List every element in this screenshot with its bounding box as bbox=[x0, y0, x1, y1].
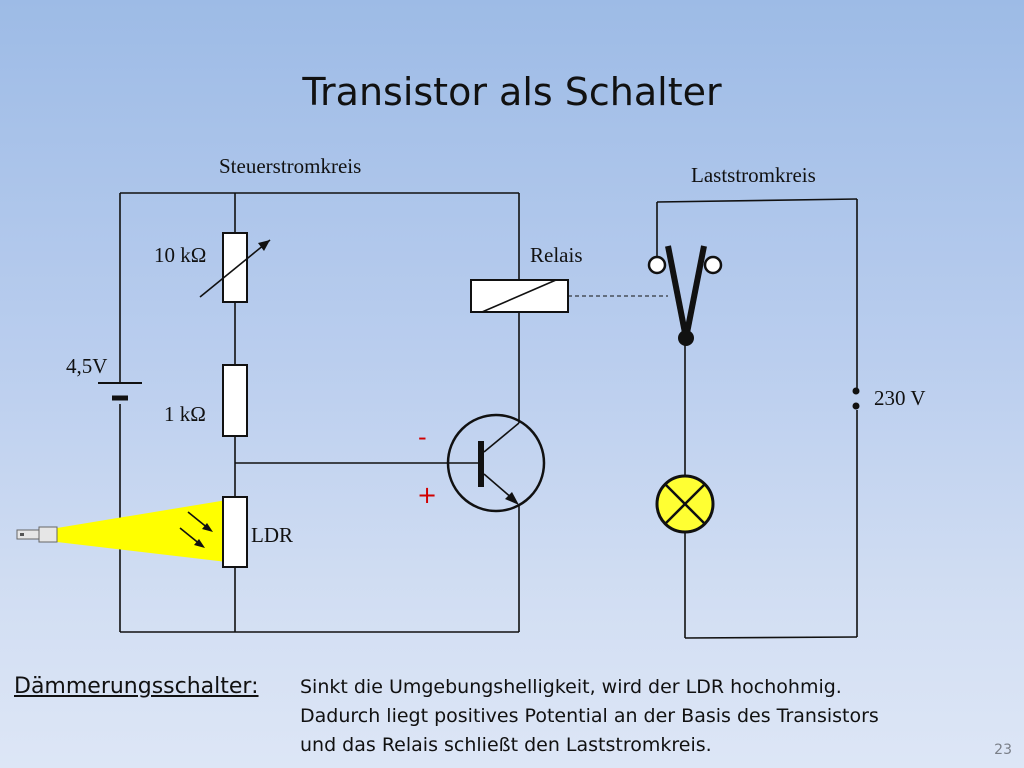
potentiometer-label: 10 kΩ bbox=[154, 243, 207, 267]
ldr-label: LDR bbox=[251, 523, 293, 547]
wire-load-top bbox=[656, 198, 858, 203]
resistor-symbol bbox=[222, 364, 248, 437]
lamp-symbol bbox=[655, 474, 715, 534]
flashlight-icon bbox=[16, 526, 58, 543]
potentiometer-symbol bbox=[199, 232, 271, 303]
battery-symbol bbox=[98, 382, 142, 401]
wire-load-bottom bbox=[684, 636, 858, 639]
load-circuit-label: Laststromkreis bbox=[691, 163, 816, 187]
control-circuit-label: Steuerstromkreis bbox=[219, 154, 362, 178]
light-beam bbox=[57, 500, 227, 562]
description-line: und das Relais schließt den Laststromkre… bbox=[300, 734, 712, 756]
light-arrows-icon bbox=[179, 511, 213, 548]
minus-sign: - bbox=[418, 423, 427, 451]
plus-sign: + bbox=[417, 481, 438, 509]
relay-label: Relais bbox=[530, 243, 583, 267]
section-heading: Dämmerungsschalter: bbox=[14, 674, 259, 699]
transistor-symbol bbox=[446, 413, 546, 513]
resistor-label: 1 kΩ bbox=[164, 402, 206, 426]
page-number: 23 bbox=[994, 742, 1012, 758]
mains-voltage-label: 230 V bbox=[874, 386, 926, 410]
description: Sinkt die Umgebungshelligkeit, wird der … bbox=[300, 673, 990, 760]
ldr-symbol bbox=[222, 496, 248, 568]
mains-source-symbol bbox=[852, 387, 860, 410]
slide-title: Transistor als Schalter bbox=[302, 70, 722, 114]
relay-symbol bbox=[470, 279, 569, 313]
description-line: Sinkt die Umgebungshelligkeit, wird der … bbox=[300, 676, 842, 698]
relay-switch-symbol bbox=[647, 245, 723, 346]
description-line: Dadurch liegt positives Potential an der… bbox=[300, 705, 879, 727]
battery-label: 4,5V bbox=[66, 354, 108, 378]
